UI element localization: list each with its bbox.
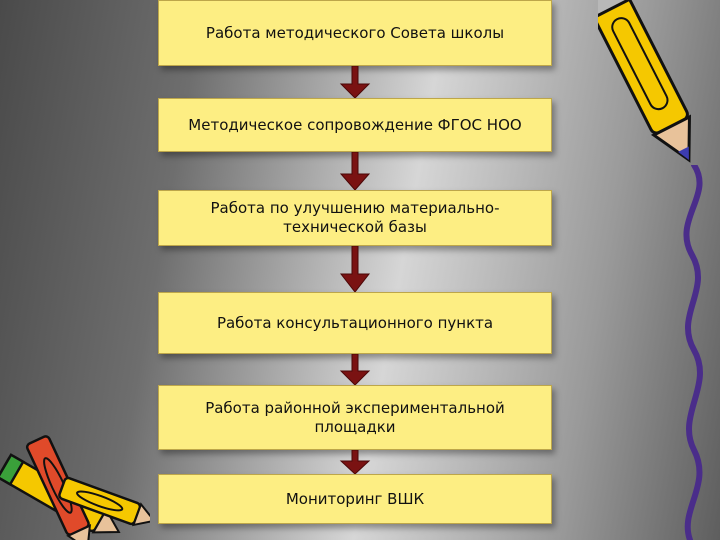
step-box-consultation-point: Работа консультационного пункта [158, 292, 552, 354]
arrow-down-icon [339, 450, 371, 474]
pencils-icon [0, 435, 150, 540]
pencil-icon [598, 0, 692, 163]
arrow-down-icon [339, 66, 371, 98]
arrow-down-icon [339, 246, 371, 292]
step-box-material-base: Работа по улучшению материально-техничес… [158, 190, 552, 246]
step-box-fgos-support: Методическое сопровождение ФГОС НОО [158, 98, 552, 152]
step-box-monitoring: Мониторинг ВШК [158, 474, 552, 524]
step-box-experimental-site: Работа районной экспериментальной площад… [158, 385, 552, 450]
arrow-down-icon [339, 152, 371, 190]
arrow-down-icon [339, 354, 371, 385]
step-box-methodical-council: Работа методического Совета школы [158, 0, 552, 66]
squiggle-line [683, 165, 703, 540]
